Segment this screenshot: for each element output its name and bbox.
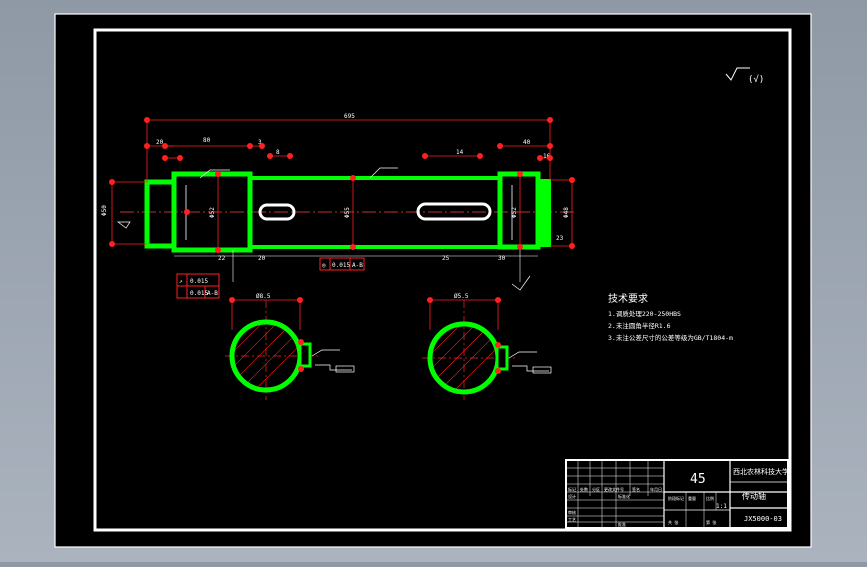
dim-vertical-3: Φ48 [563,207,570,218]
dim-top-1: 80 [203,137,211,144]
tol-symbol-b: ↗ [179,278,183,285]
dim-left-diameter: Φ50 [101,205,108,216]
title-label-11: 阶段标记 [668,495,684,501]
title-label-6: 设计 [568,493,576,499]
tech-req-title: 技术要求 [608,292,648,305]
tol-symbol-a: ◎ [322,262,326,269]
title-label-8: 审核 [568,509,576,515]
keyway-small-label: 8 [276,149,280,156]
title-scale: 1:1 [716,503,727,510]
title-label-7: 标准化 [618,493,630,499]
dim-bottom-0: 22 [218,255,226,262]
tol-datum-a: A-B [352,262,363,269]
dim-top-4: 16 [543,153,551,160]
keyway-large [416,202,492,221]
dim-bottom-4: 23 [556,235,564,242]
title-material: 45 [690,472,706,487]
dim-vertical-1: Φ55 [344,207,351,218]
roughness-symbol-icon: (√) [725,67,764,85]
tol-value-b2: 0.015 [190,290,208,297]
roughness-label: (√) [748,74,764,85]
title-label-15: 第 张 [706,519,716,525]
dim-bottom-3: 30 [498,255,506,262]
tech-requirements: 技术要求 1.调质处理220-250HBS 2.未注圆角半径R1.6 3.未注公… [608,292,733,342]
title-label-3: 更改文件号 [604,486,624,492]
tol-datum-b: A-B [207,290,218,297]
section-view-right: Ø5.5 [422,293,552,400]
dim-bottom-1: 20 [258,255,266,262]
title-label-9: 工艺 [568,517,576,522]
title-block [565,459,789,529]
title-label-10: 批准 [618,521,626,527]
tolerance-frame-center: ◎ 0.015 A-B [319,257,365,271]
dimension-nodes [109,117,575,253]
title-school: 西北农林科技大学 [733,467,789,476]
title-part-name: 传动轴 [742,491,766,501]
dim-vertical-0: Φ52 [209,207,216,218]
dim-top-0: 20 [156,139,164,146]
title-label-2: 分区 [592,486,600,492]
keyway-large-label: 14 [456,149,464,156]
tol-value-b: 0.015 [190,278,208,285]
dim-bottom-2: 25 [442,255,450,262]
surface-finish-leaders [116,167,531,291]
shaft-right-end [537,179,551,247]
drawing-sheet [54,13,812,548]
title-label-4: 签名 [632,486,640,492]
title-label-13: 比例 [706,495,714,501]
dim-top-2: 3 [258,139,262,146]
dimension-verticals [111,174,573,250]
title-label-0: 标记 [568,486,576,492]
title-label-12: 重量 [688,495,696,501]
title-label-5: 年月日 [650,486,662,492]
dim-overall-length: 695 [344,113,355,120]
tolerance-frame-left: ↗ 0.015 0.015 A-B [176,273,220,299]
dim-vertical-2: Φ52 [511,207,518,218]
dimension-bottom-row [174,250,538,282]
title-label-14: 共 张 [668,519,678,525]
tech-req-item-1: 1.调质处理220-250HBS [608,309,681,318]
title-label-1: 处数 [580,486,588,492]
drawing-frame [93,28,792,532]
dim-top-3: 40 [523,139,531,146]
section-b-label: Ø5.5 [454,293,469,300]
section-a-label: Ø8.5 [256,293,271,300]
shaft-front-view [120,171,575,253]
tech-req-item-2: 2.未注圆角半径R1.6 [608,321,671,330]
tol-value-a: 0.015 [332,262,350,269]
tech-req-item-3: 3.未注公差尺寸的公差等级为GB/T1804-m [608,333,733,342]
keyway-small [258,203,296,221]
title-drawing-no: JX5000-03 [744,515,782,523]
